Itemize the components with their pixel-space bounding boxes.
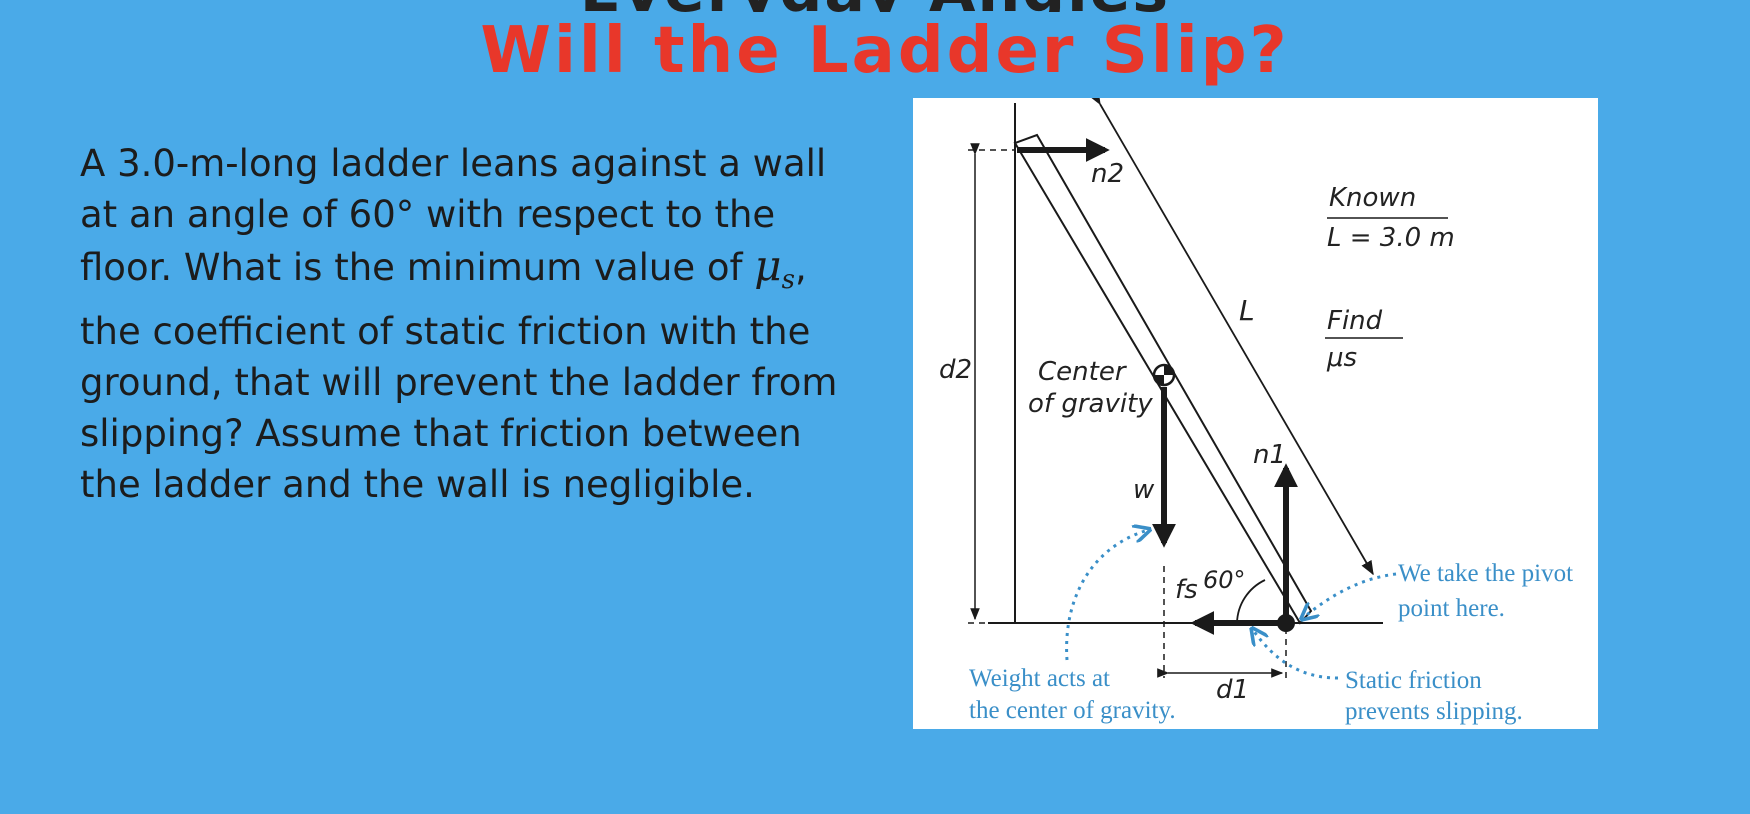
ladder-diagram-svg: L d2 n2 Center of gravity w n1 fs (939, 98, 1573, 725)
weight-note-pointer (1065, 530, 1148, 661)
problem-text-part2: , the coefficient of static friction wit… (80, 246, 838, 506)
pivot-note-line2: point here. (1398, 595, 1505, 622)
weight-note-line1: Weight acts at (969, 665, 1110, 692)
known-label: Known (1329, 183, 1416, 213)
known-value: L = 3.0 m (1327, 223, 1455, 253)
center-of-gravity-fill (1154, 365, 1174, 385)
base-label: d1 (1216, 675, 1249, 705)
problem-statement: A 3.0-m-long ladder leans against a wall… (80, 138, 860, 510)
pivot-note-pointer (1303, 572, 1397, 618)
friction-label: fs (1175, 575, 1198, 605)
cog-label-line2: of gravity (1028, 389, 1153, 419)
slide-title: Will the Ladder Slip? (480, 14, 1290, 88)
cog-label-line1: Center (1038, 357, 1128, 387)
weight-note-line2: the center of gravity. (969, 697, 1176, 724)
mu-subscript: s (781, 265, 795, 295)
n1-label: n1 (1253, 440, 1286, 470)
length-dimension-arrow (1088, 98, 1374, 576)
pivot-note-line1: We take the pivot (1398, 560, 1573, 587)
height-label: d2 (939, 355, 972, 385)
weight-label: w (1133, 475, 1155, 505)
mu-symbol: μ (754, 241, 782, 290)
partial-title: Everyday Angles (0, 0, 1750, 12)
friction-note-line2: prevents slipping. (1345, 698, 1523, 725)
find-label: Find (1327, 306, 1383, 336)
friction-note-pointer (1253, 630, 1339, 680)
friction-note-line1: Static friction (1345, 667, 1482, 694)
angle-label: 60° (1203, 566, 1246, 594)
length-label: L (1239, 294, 1255, 327)
n2-label: n2 (1091, 159, 1124, 189)
ladder-diagram: L d2 n2 Center of gravity w n1 fs (913, 98, 1598, 729)
problem-text-part1: A 3.0-m-long ladder leans against a wall… (80, 142, 827, 289)
find-value: μs (1326, 343, 1357, 373)
angle-arc (1236, 579, 1266, 624)
pivot-point (1277, 614, 1295, 632)
partial-title-clip: Everyday Angles (0, 0, 1750, 12)
